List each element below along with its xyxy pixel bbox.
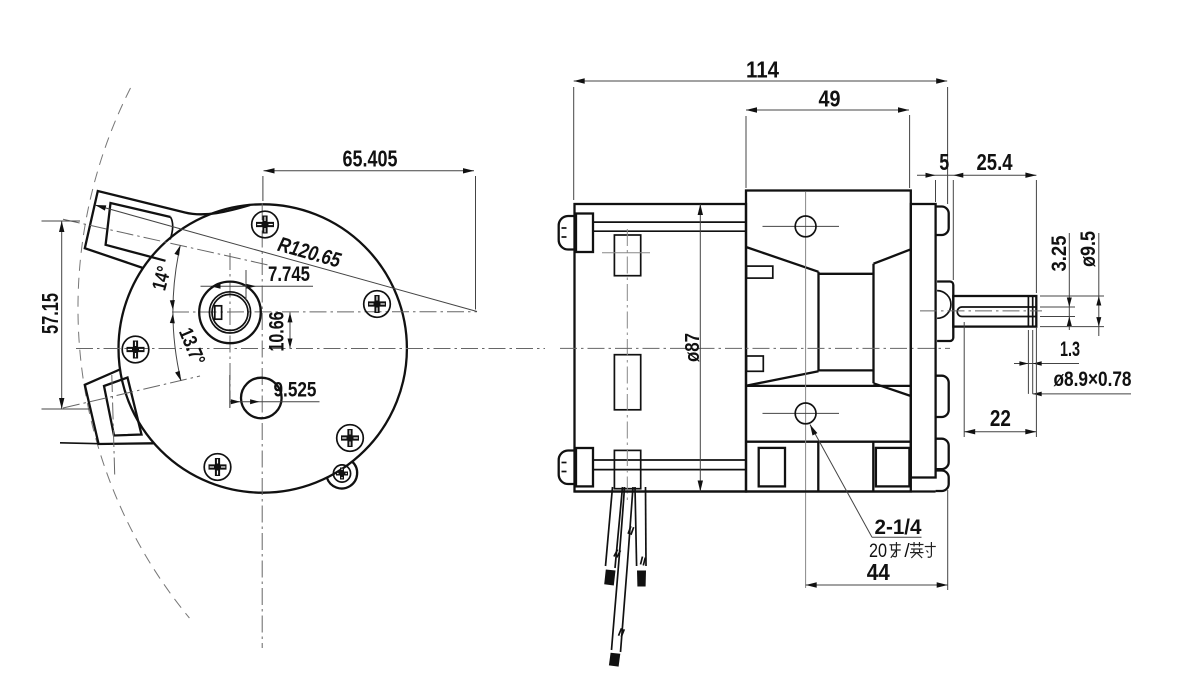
svg-text:20: 20 — [869, 541, 887, 562]
svg-text:ø8.9×0.78: ø8.9×0.78 — [1054, 368, 1132, 391]
svg-text:2-1/4: 2-1/4 — [875, 516, 922, 539]
svg-text:44: 44 — [867, 559, 890, 585]
svg-text:65.405: 65.405 — [343, 146, 398, 172]
svg-text:1.3: 1.3 — [1060, 338, 1080, 361]
svg-text:57.15: 57.15 — [37, 293, 63, 334]
svg-text:22: 22 — [990, 405, 1011, 431]
svg-text:5: 5 — [939, 149, 949, 175]
svg-text:9.525: 9.525 — [274, 379, 317, 402]
svg-text:25.4: 25.4 — [977, 149, 1013, 175]
svg-text:114: 114 — [746, 57, 779, 83]
svg-text:49: 49 — [819, 86, 841, 112]
svg-text:3.25: 3.25 — [1048, 235, 1071, 271]
svg-text:/: / — [904, 541, 910, 562]
svg-text:10.66: 10.66 — [266, 312, 289, 352]
svg-text:ø9.5: ø9.5 — [1077, 231, 1100, 267]
svg-text:ø87: ø87 — [682, 333, 704, 362]
svg-text:7.745: 7.745 — [268, 263, 310, 286]
